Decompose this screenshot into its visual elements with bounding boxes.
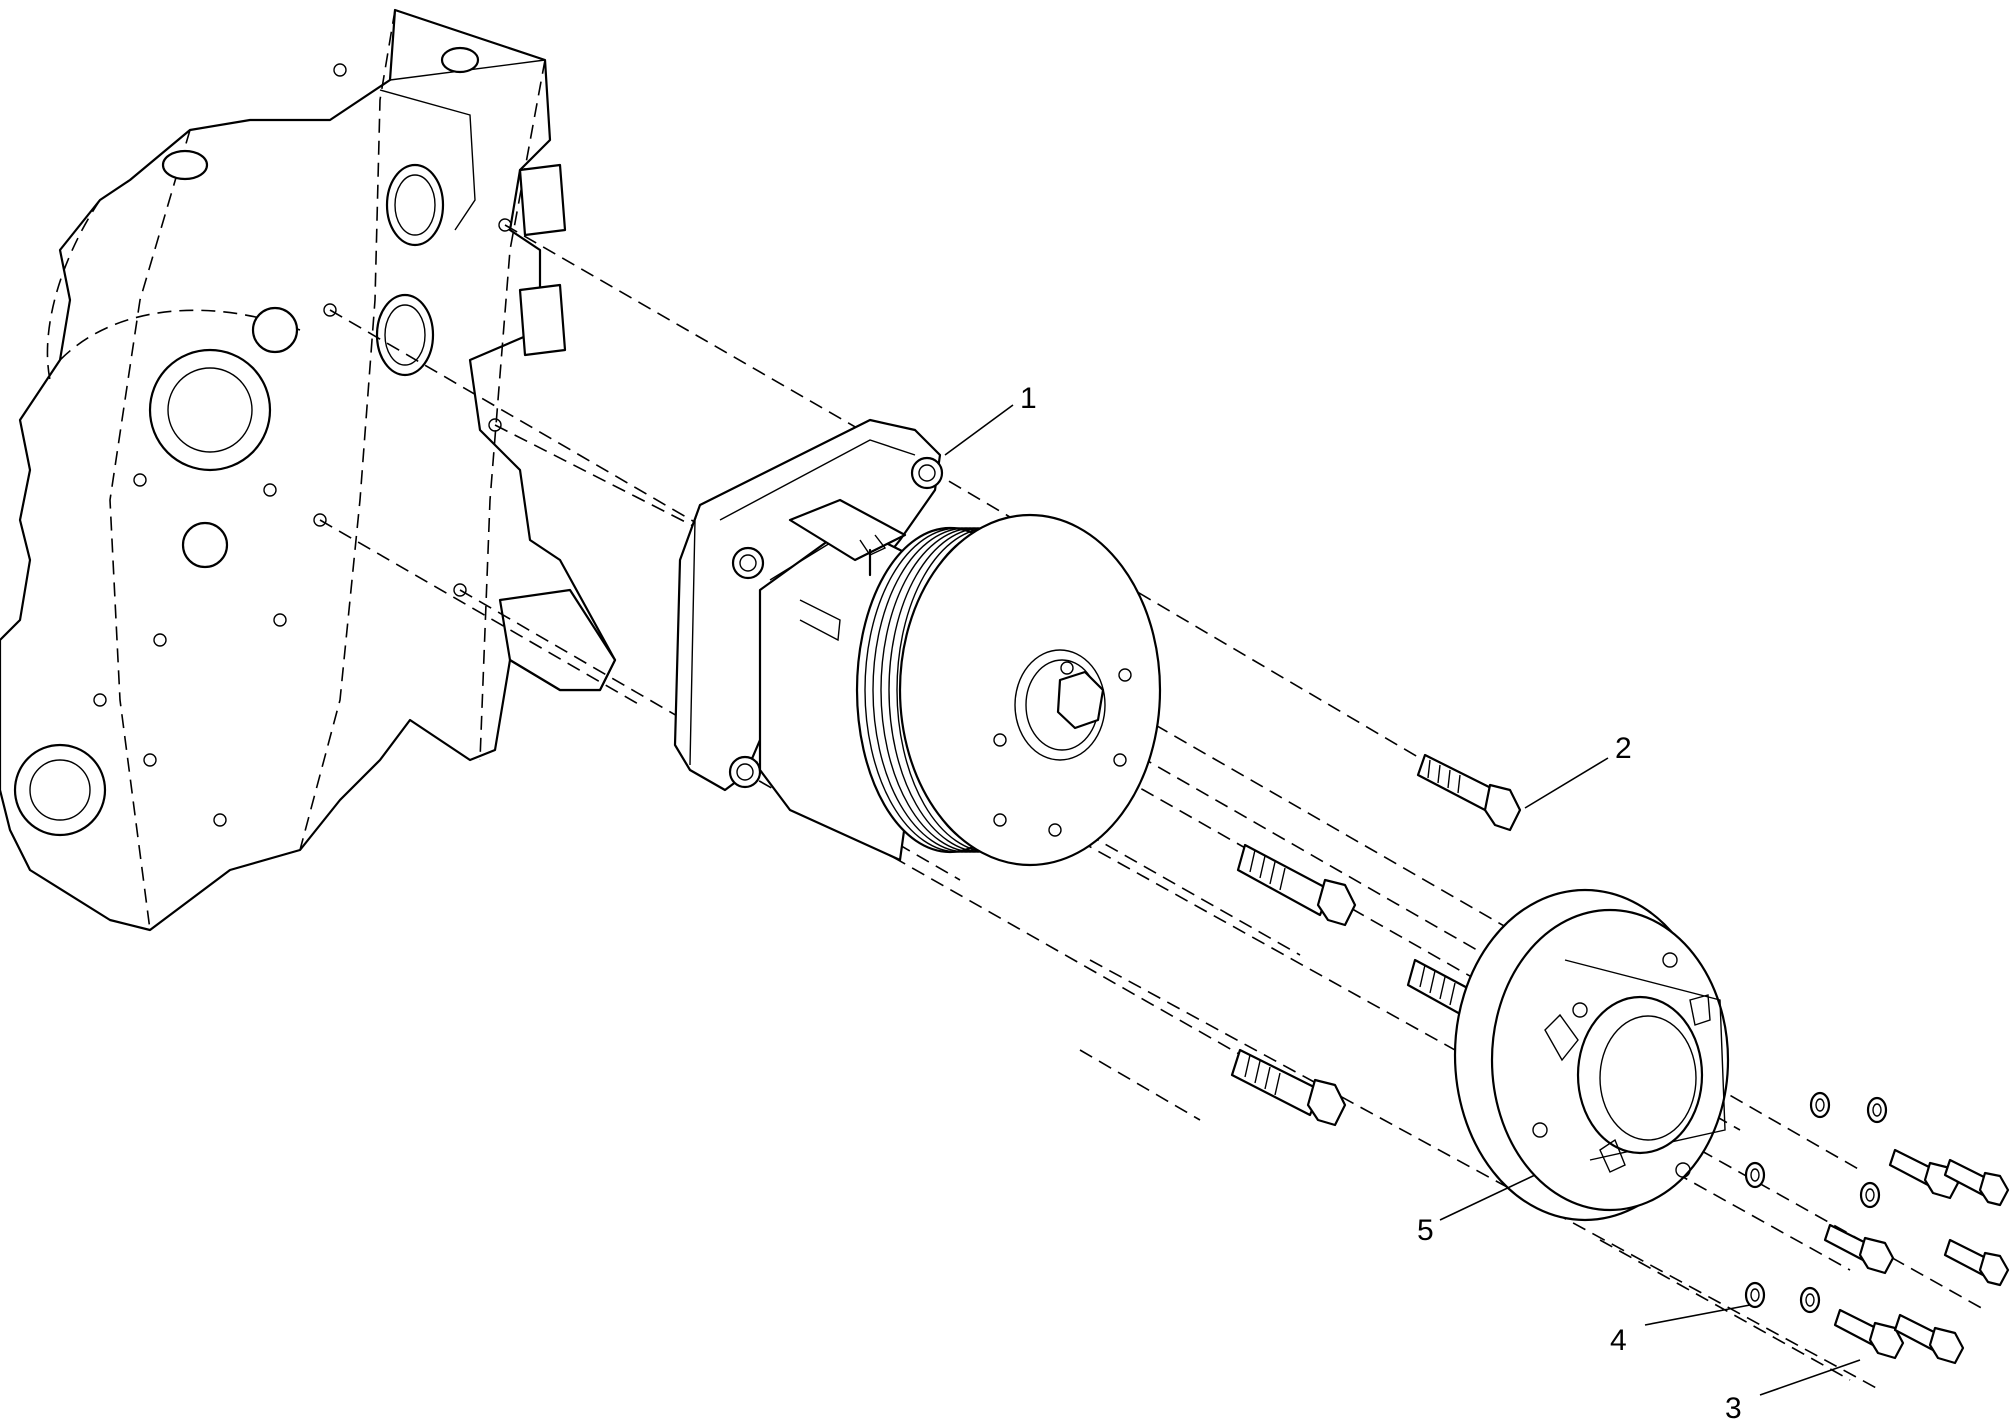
alignment-lines: [319, 224, 1986, 1391]
callout-5-label: 5: [1417, 1214, 1434, 1247]
callout-4-label: 4: [1610, 1324, 1627, 1357]
callout-1: 1: [944, 382, 1037, 456]
bolts-item-3: [1823, 1148, 2010, 1365]
washers-item-4: [1744, 1091, 1888, 1314]
callout-3: 3: [1725, 1359, 1861, 1425]
callout-1-label: 1: [1020, 382, 1037, 415]
engine-block: [0, 8, 617, 932]
callout-2-label: 2: [1615, 732, 1632, 765]
callout-3-label: 3: [1725, 1392, 1742, 1425]
callout-4: 4: [1610, 1304, 1751, 1357]
hub-spacer: [1453, 888, 1730, 1222]
callout-5: 5: [1417, 1174, 1536, 1247]
water-pump: [673, 418, 1162, 867]
callout-2: 2: [1524, 732, 1632, 809]
pump-pulley: [855, 513, 1162, 867]
